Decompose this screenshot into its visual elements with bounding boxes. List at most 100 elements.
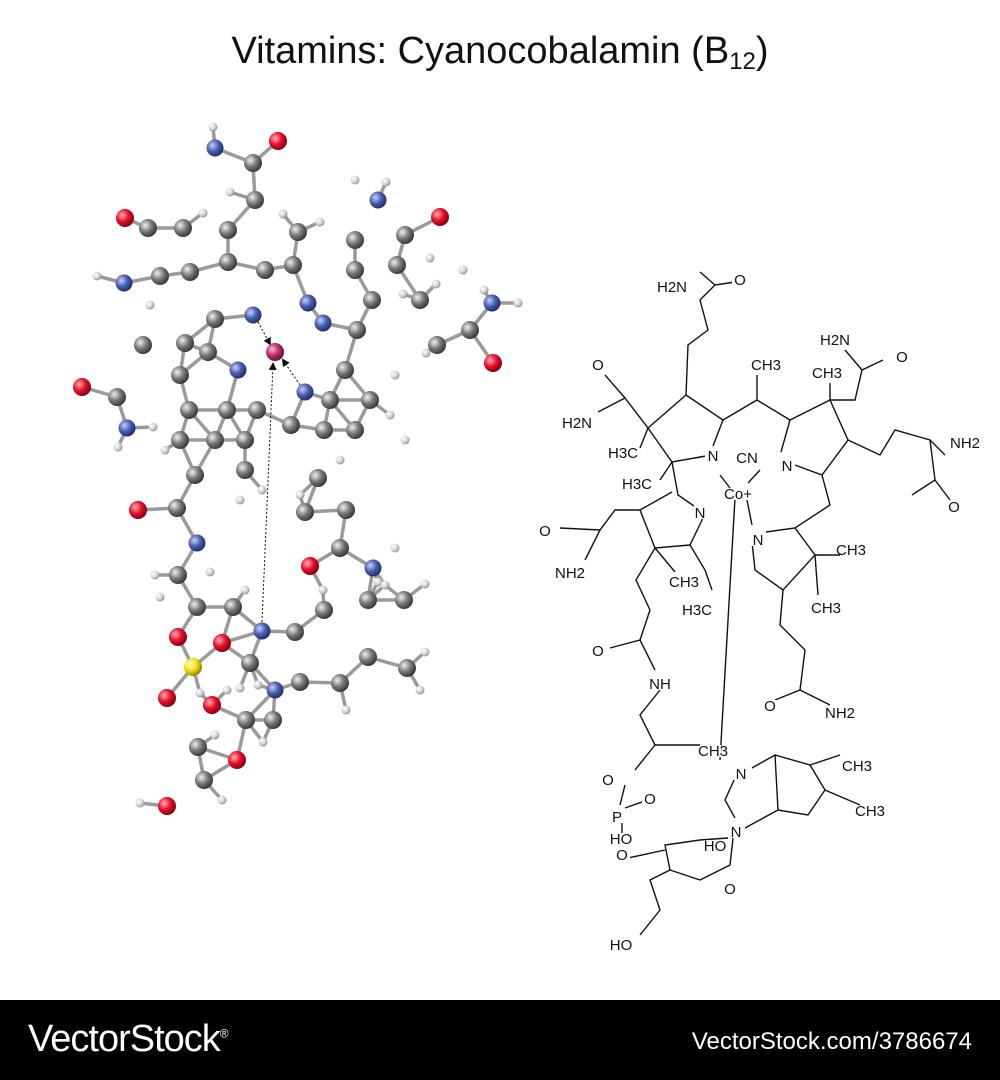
image-url: VectorStock.com/3786674 <box>691 1028 972 1055</box>
hydrogen-atom <box>258 737 268 747</box>
atom-label: CH3 <box>698 743 728 760</box>
atom-label: NH <box>649 676 671 693</box>
carbon-atom <box>331 674 349 692</box>
formula-bond <box>724 777 736 819</box>
atom-label: CH3 <box>812 365 842 382</box>
carbon-atom <box>361 391 379 409</box>
oxygen-atom <box>169 628 187 646</box>
formula-bond <box>929 439 951 501</box>
carbon-atom <box>337 501 355 519</box>
carbon-atom <box>286 623 304 641</box>
oxygen-atom <box>116 209 134 227</box>
coordination-bonds <box>257 321 301 623</box>
formula-bond <box>744 754 826 829</box>
oxygen-atom <box>203 696 221 714</box>
hydrogen-atom <box>513 298 523 308</box>
carbon-atom <box>139 219 157 237</box>
formula-bond <box>847 429 946 456</box>
formula-bond <box>780 419 791 453</box>
carbon-atom <box>219 221 237 239</box>
carbon-atom <box>186 466 204 484</box>
carbon-atom <box>346 231 364 249</box>
hydrogen-atom <box>148 422 158 432</box>
oxygen-atom <box>158 689 176 707</box>
hydrogen-atom <box>222 685 232 695</box>
hydrogen-atom <box>295 490 305 500</box>
oxygen-atom <box>301 557 319 575</box>
carbon-atom <box>359 648 377 666</box>
formula-bond <box>685 284 716 396</box>
formula-bond <box>911 479 936 496</box>
atom-label: H3C <box>608 445 638 462</box>
atom-label: HO <box>704 838 727 855</box>
atom-label: O <box>764 698 776 715</box>
hydrogen-atom <box>420 579 430 589</box>
atom-label: O <box>948 499 960 516</box>
cobalt-atom <box>266 343 284 361</box>
carbon-atom <box>363 291 381 309</box>
carbon-atom <box>346 261 364 279</box>
formula-bond <box>559 509 640 531</box>
carbon-atom <box>134 336 152 354</box>
carbon-atom <box>206 431 224 449</box>
atom-label: HO <box>610 937 633 954</box>
hydrogen-atom <box>257 485 267 495</box>
hydrogen-atom <box>210 730 220 740</box>
carbon-atom <box>188 598 206 616</box>
carbon-atom <box>461 321 479 339</box>
atom-label: N <box>708 448 719 465</box>
atom-label: O <box>592 643 604 660</box>
atom-label: NH2 <box>825 705 855 722</box>
formula-bond <box>830 359 884 401</box>
carbon-atom <box>396 226 414 244</box>
carbon-atom <box>264 711 282 729</box>
hydrogen-atom <box>381 177 391 187</box>
carbon-atom <box>108 388 126 406</box>
formula-bond <box>634 744 656 771</box>
carbon-atom <box>236 431 254 449</box>
carbon-atom <box>336 361 354 379</box>
carbon-atom <box>195 771 213 789</box>
nitrogen-atom <box>229 361 247 379</box>
carbon-atom <box>315 601 333 619</box>
formula-bond <box>809 754 841 766</box>
formula-bond <box>789 399 849 476</box>
nitrogen-atom <box>266 681 284 699</box>
carbon-atom <box>206 310 224 328</box>
carbon-atom <box>176 334 194 352</box>
hydrogen-atom <box>420 647 430 657</box>
atom-label: N <box>695 505 706 522</box>
oxygen-atom <box>213 634 231 652</box>
carbon-atom <box>282 416 300 434</box>
carbon-atom <box>181 263 199 281</box>
atom-label: CH3 <box>669 574 699 591</box>
nitrogen-atom <box>483 294 501 312</box>
hydrogen-atom <box>390 543 400 553</box>
formula-bond <box>639 491 691 549</box>
nitrogen-atom <box>314 314 332 332</box>
carbon-atom <box>398 659 416 677</box>
logo-text: VectorStock <box>28 1018 221 1060</box>
formula-bond <box>799 689 831 706</box>
hydrogen-atom <box>155 592 165 602</box>
formula-bond <box>639 639 656 671</box>
oxygen-atom <box>158 797 176 815</box>
atom-label: H2N <box>820 332 850 349</box>
hydrogen-atom <box>278 209 288 219</box>
nitrogen-atom <box>188 534 206 552</box>
formula-bond <box>604 374 649 429</box>
carbon-atom <box>428 336 446 354</box>
atom-label: O <box>724 881 736 898</box>
carbon-atom <box>296 503 314 521</box>
formula-bond <box>774 589 806 701</box>
hydrogen-atom <box>385 410 395 420</box>
formula-bond <box>746 499 753 526</box>
carbon-atom <box>168 499 186 517</box>
hydrogen-atom <box>208 122 218 132</box>
carbon-atom <box>244 154 262 172</box>
formula-bond <box>639 869 671 936</box>
formula-bond <box>659 461 673 481</box>
hydrogen-atom <box>240 585 250 595</box>
hydrogen-atom <box>400 435 410 445</box>
atom-label: N <box>731 824 742 841</box>
